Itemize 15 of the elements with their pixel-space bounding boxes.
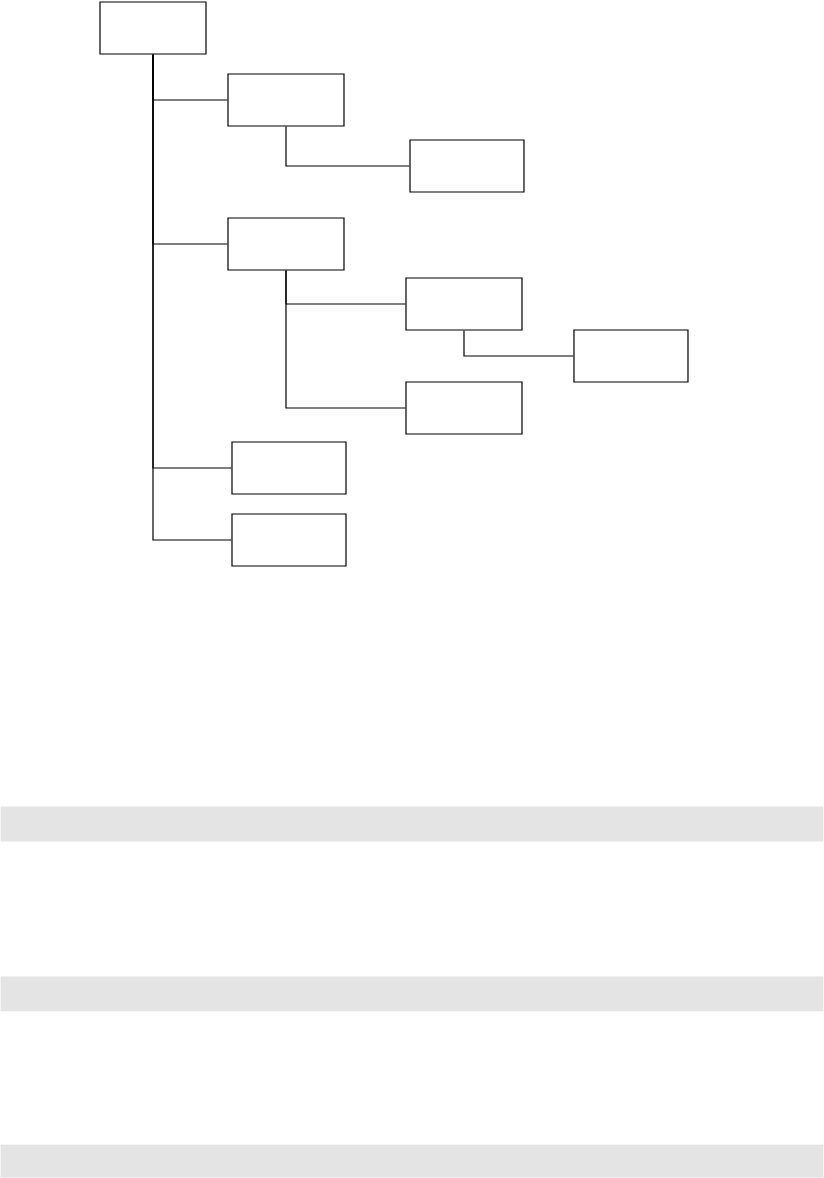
empty-box <box>227 73 345 127</box>
empty-box <box>573 329 689 383</box>
empty-box <box>231 513 347 567</box>
empty-box <box>405 277 523 331</box>
connector-line <box>285 126 410 167</box>
band <box>0 1144 824 1178</box>
empty-box <box>227 217 345 271</box>
empty-box <box>405 381 523 435</box>
empty-box <box>99 1 207 55</box>
connector-line <box>285 270 406 409</box>
band <box>0 976 824 1012</box>
empty-box <box>409 139 525 193</box>
connector-line <box>463 330 574 357</box>
empty-box <box>231 441 347 495</box>
band <box>0 806 824 842</box>
